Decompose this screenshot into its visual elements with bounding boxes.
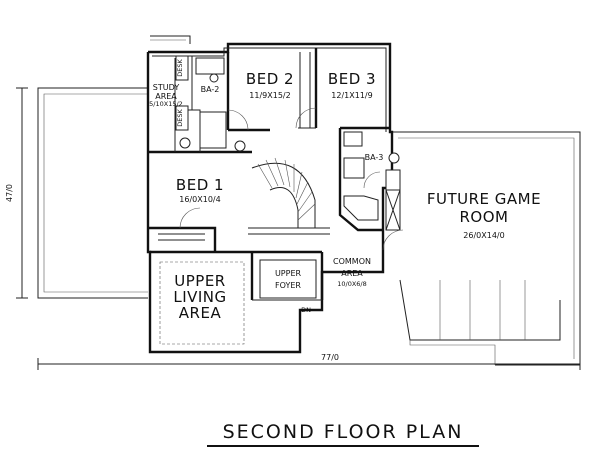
bed-3-size: 12/1X11/9 [331, 91, 372, 100]
desk-label-top: DESK [176, 59, 184, 77]
upper-living-label-3: AREA [179, 304, 222, 322]
plan-title: SECOND FLOOR PLAN [223, 421, 464, 443]
common-area-label-2: AREA [341, 269, 363, 278]
study-area-size: 5/10X15/2 [149, 100, 183, 108]
upper-living-label-1: UPPER [174, 272, 225, 290]
bath-3-label: BA-3 [365, 153, 384, 162]
bed-2-size: 11/9X15/2 [249, 91, 290, 100]
bed-1-size: 16/0X10/4 [179, 195, 220, 204]
attic-outline [37, 87, 581, 366]
curved-staircase [248, 157, 330, 235]
bed-1-label: BED 1 [176, 176, 224, 194]
future-game-room-size: 26/0X14/0 [463, 231, 504, 240]
desk-top [175, 55, 189, 81]
door-swings [179, 107, 404, 251]
depth-dimension-line [16, 87, 28, 299]
common-area-label-1: COMMON [333, 257, 371, 266]
stair-down-label: DN [301, 306, 311, 314]
bed-2-label: BED 2 [246, 70, 294, 88]
bed-3-label: BED 3 [328, 70, 376, 88]
closets [158, 52, 401, 241]
study-area-label-1: STUDY [153, 83, 180, 92]
exterior-walls [146, 35, 394, 354]
bath-2-label: BA-2 [201, 85, 220, 94]
common-area-size: 10/0X6/8 [337, 280, 367, 288]
interior-walls [148, 48, 390, 301]
bath-2-fixtures [179, 57, 246, 152]
overall-width-label: 77/0 [321, 353, 339, 362]
upper-foyer-label-1: UPPER [275, 269, 302, 278]
desk-label-bottom: DESK [176, 109, 184, 127]
bath-3-fixtures [343, 131, 401, 221]
upper-foyer-label-2: FOYER [275, 281, 301, 290]
upper-foyer-outline [259, 259, 317, 299]
upper-living-label-2: LIVING [173, 288, 226, 306]
future-game-room-label-2: ROOM [460, 208, 509, 226]
desk-bottom [175, 105, 189, 131]
future-game-room-label-1: FUTURE GAME [427, 190, 541, 208]
overall-depth-label: 47/0 [5, 184, 14, 202]
upper-living-opening [159, 261, 245, 345]
width-dimension-line [37, 358, 581, 370]
study-area-label-2: AREA [155, 92, 177, 101]
